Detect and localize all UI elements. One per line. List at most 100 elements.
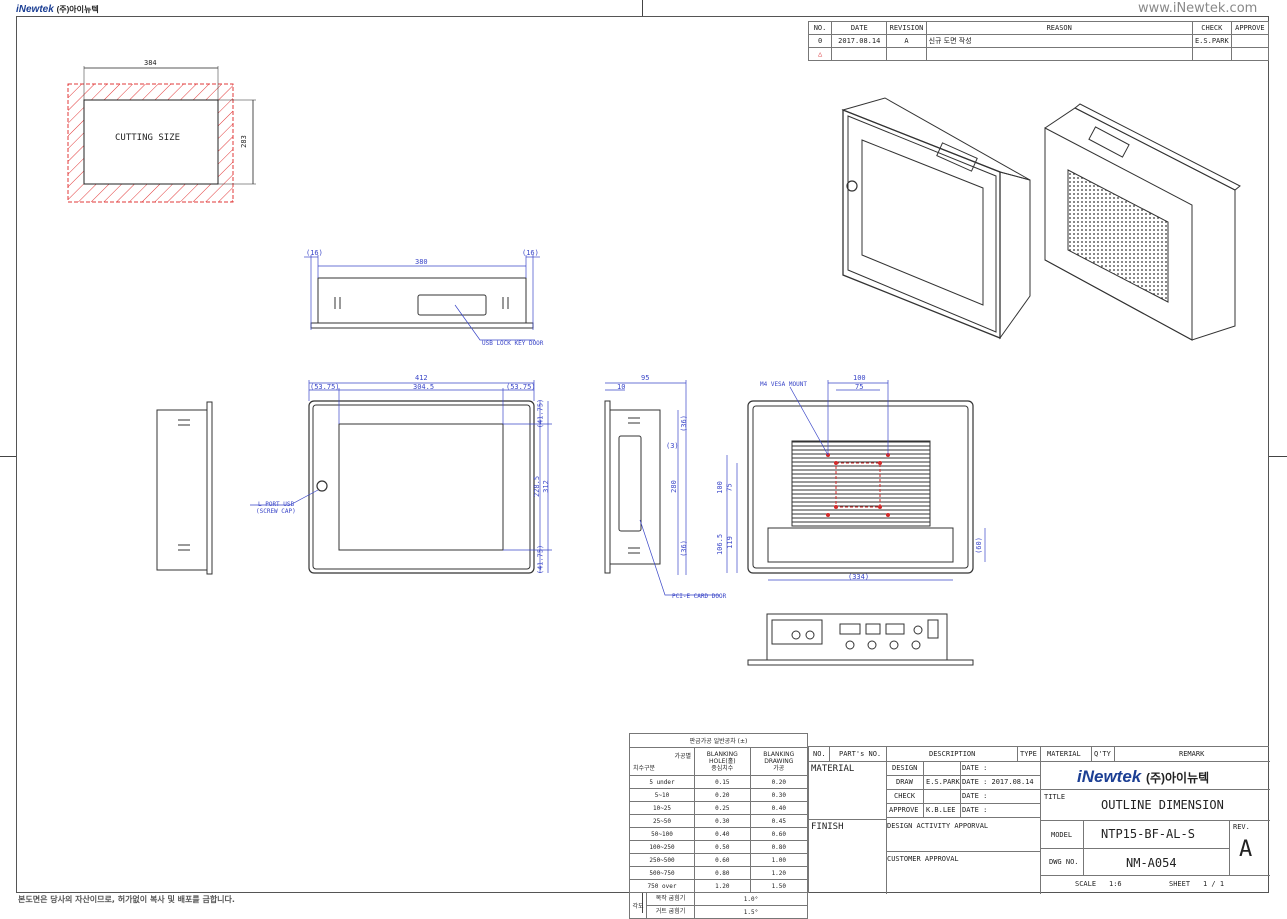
tolerance-col-process: 가공별 <box>674 753 691 760</box>
tol-drawing: 0.40 <box>749 801 809 815</box>
tol-drawing: 0.80 <box>749 840 809 854</box>
tol-range: 750 over <box>629 879 695 893</box>
front-height-outer-dim: 312 <box>541 480 550 493</box>
side-depth-view <box>604 380 720 596</box>
dwg-number: NM-A054 <box>1126 856 1177 870</box>
top-right-margin-dim: (16) <box>522 249 539 257</box>
revision-table: NO. DATE REVISION REASON CHECK APPROVE 0… <box>807 21 1270 61</box>
vesa-low2-dim: 119 <box>725 536 734 549</box>
tol-hole: 0.60 <box>694 853 751 867</box>
header-logo: iNewtek (주)아이뉴텍 <box>16 4 99 15</box>
tol-range: 250~500 <box>629 853 695 867</box>
tol-hole: 0.20 <box>694 788 751 802</box>
dwg-no-label: DWG NO. <box>1049 858 1079 866</box>
tol-drawing: 1.00 <box>749 853 809 867</box>
sign-date: DATE : 2017.08.14 <box>962 778 1034 786</box>
tol-hole: 0.15 <box>694 775 751 789</box>
header-website: www.iNewtek.com <box>1138 1 1258 16</box>
angle-cell: 각도 목작 굽힘기 거트 굽힘기 <box>629 892 695 919</box>
tol-drawing: 0.20 <box>749 775 809 789</box>
bottom-view <box>747 613 974 666</box>
tol-drawing: 0.60 <box>749 827 809 841</box>
usb-port-note: L PORT USB <box>258 501 295 508</box>
vesa-v-inner-dim: 75 <box>725 483 734 492</box>
angle-label: 각도 <box>630 893 647 918</box>
sign-row: APPROVE K.B.LEE DATE : <box>886 803 1040 818</box>
tol-hole: 0.50 <box>694 840 751 854</box>
front-right-dim: (53.75) <box>506 383 536 391</box>
revision-row: 0 2017.08.14 A 신규 도면 작성 E.S.PARK <box>807 34 1270 48</box>
iso-rear-view <box>1044 103 1241 341</box>
tolerance-col-hole: BLANKING HOLE(홀) 중심치수 <box>694 747 751 776</box>
title-block: NO. PART's NO. DESCRIPTION TYPE MATERIAL… <box>808 746 1270 894</box>
side-top-gap-dim: (36) <box>679 415 688 432</box>
side-height-dim: 280 <box>669 480 678 493</box>
sign-row: DESIGN DATE : <box>886 761 1040 776</box>
iso-front-view <box>841 97 1031 340</box>
top-width-dim: 380 <box>415 258 428 266</box>
front-bottom-dim: (41.75) <box>536 544 545 575</box>
sheet-label: SHEET <box>1169 880 1191 888</box>
scale-value: 1:6 <box>1109 880 1122 888</box>
cutting-width-dim: 384 <box>144 59 157 67</box>
header-logo-korean: (주)아이뉴텍 <box>56 5 99 14</box>
sign-row: CHECK DATE : <box>886 789 1040 804</box>
tolerance-corner-label: 치수구분 <box>633 765 656 772</box>
header-logo-text: iNewtek <box>16 4 54 15</box>
tb-col-no: NO. <box>813 750 826 758</box>
sign-role: APPROVE <box>889 806 919 814</box>
vesa-v-outer-dim: 100 <box>715 481 724 494</box>
footer-notice: 본도면은 당사의 자산이므로, 허가없이 복사 및 배포를 금합니다. <box>18 895 235 904</box>
title-block-logo-text: iNewtek <box>1077 767 1142 786</box>
tolerance-table: 판금가공 일반공차 (±) 가공별 치수구분 BLANKING HOLE(홀) … <box>629 733 809 919</box>
sign-date: DATE : <box>962 792 988 800</box>
tolerance-corner: 가공별 치수구분 <box>629 747 695 776</box>
io-height-dim: (60) <box>974 537 983 554</box>
side-bezel-dim: 10 <box>617 383 626 391</box>
side-small-dim: (3) <box>666 442 679 450</box>
revision-blank-row: △ <box>807 47 1270 61</box>
tb-col-qty: Q'TY <box>1094 750 1111 758</box>
front-view <box>250 380 552 574</box>
screw-cap-note: (SCREW CAP) <box>256 508 296 515</box>
tol-range: 100~250 <box>629 840 695 854</box>
rev-value: A <box>1239 837 1253 862</box>
finish-label: FINISH <box>811 822 844 832</box>
center-mark-top <box>642 0 643 16</box>
rev-date: 2017.08.14 <box>831 34 888 48</box>
front-left-dim: (53.75) <box>310 383 340 391</box>
tol-range: 5 under <box>629 775 695 789</box>
tol-drawing: 1.50 <box>749 879 809 893</box>
tol-hole: 0.40 <box>694 827 751 841</box>
drawing-title: OUTLINE DIMENSION <box>1101 798 1224 812</box>
top-view <box>304 255 540 341</box>
sign-role: DESIGN <box>892 764 918 772</box>
model-number: NTP15-BF-AL-S <box>1101 827 1195 841</box>
center-mark-left <box>0 456 16 457</box>
angle-row-2-label: 거트 굽힘기 <box>655 908 686 915</box>
bottom-width-dim: (334) <box>848 573 870 581</box>
tb-col-remark: REMARK <box>1179 750 1205 758</box>
center-mark-right <box>1269 456 1287 457</box>
cutting-height-dim: 283 <box>239 135 248 148</box>
angle-row: 각도 목작 굽힘기 거트 굽힘기 1.0° <box>629 892 808 919</box>
usb-lock-note: USB LOCK KEY DOOR <box>482 340 544 347</box>
front-height-inner-dim: 228.5 <box>533 475 542 498</box>
angle-row-1-value: 1.0° <box>694 892 808 906</box>
material-label: MATERIAL <box>811 764 855 774</box>
model-label: MODEL <box>1051 831 1073 839</box>
left-side-view <box>156 401 213 575</box>
sign-date: DATE : <box>962 764 988 772</box>
sign-rows: DESIGN DATE : DRAW E.S.PARK DATE : 2017.… <box>886 761 1040 819</box>
vesa-mount-note: M4 VESA MOUNT <box>760 381 807 388</box>
tb-col-desc: DESCRIPTION <box>929 750 976 758</box>
tol-range: 50~100 <box>629 827 695 841</box>
